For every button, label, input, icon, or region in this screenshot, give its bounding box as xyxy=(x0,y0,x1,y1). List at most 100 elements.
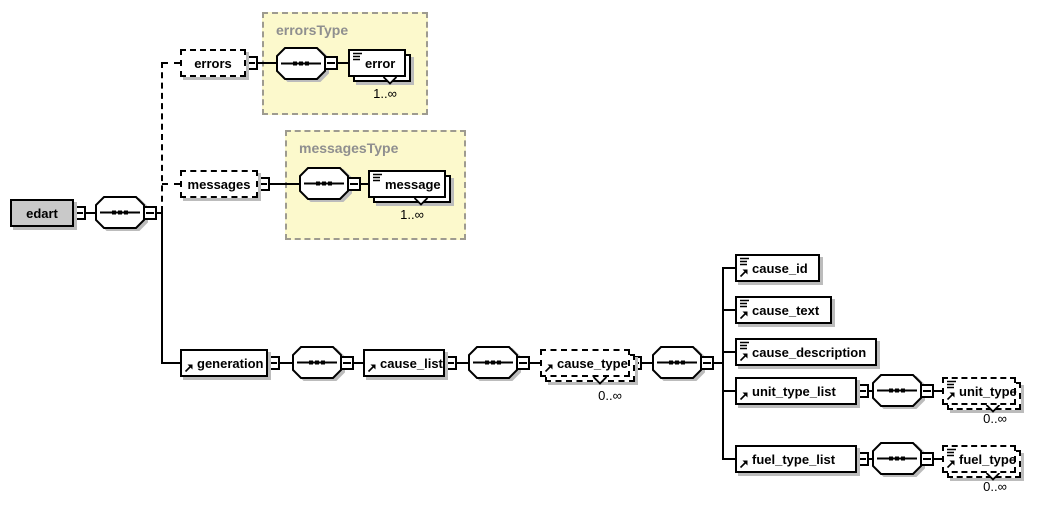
connector-optional xyxy=(162,62,180,64)
connector xyxy=(724,458,735,460)
connector-optional xyxy=(934,390,942,392)
connector-optional xyxy=(162,183,180,185)
connector xyxy=(338,62,348,64)
element-label: fuel_type xyxy=(959,451,1017,467)
element-label: messages xyxy=(187,176,251,192)
text-content-icon xyxy=(373,173,382,182)
collapse-toggle-unit-type-list[interactable] xyxy=(855,384,869,398)
collapse-toggle-cause-list-sequence[interactable] xyxy=(516,356,530,370)
collapse-toggle-fuel-type-list[interactable] xyxy=(855,452,869,466)
text-content-icon xyxy=(353,52,362,61)
element-message-stack: message xyxy=(368,170,451,206)
element-label: cause_id xyxy=(752,260,808,276)
sequence-compositor-cause-list[interactable] xyxy=(468,346,521,381)
collapse-toggle-edart[interactable] xyxy=(72,206,86,220)
element-label: cause_description xyxy=(752,344,867,360)
connector xyxy=(270,183,300,185)
text-content-icon xyxy=(740,341,749,350)
collapse-toggle-errors[interactable] xyxy=(244,56,258,70)
element-fuel-type-stack: fuel_type xyxy=(942,445,1021,481)
reference-arrow-icon xyxy=(739,392,748,401)
collapse-toggle-unit-type-list-sequence[interactable] xyxy=(920,384,934,398)
occurrence-notch-icon xyxy=(593,377,608,385)
connector xyxy=(280,362,293,364)
collapse-toggle-messages-sequence[interactable] xyxy=(347,177,361,191)
element-fuel-type[interactable]: fuel_type xyxy=(942,445,1016,473)
occurrence-label-cause-type: 0..∞ xyxy=(598,388,622,403)
connector xyxy=(724,390,735,392)
element-cause-type[interactable]: cause_type xyxy=(540,349,630,377)
sequence-compositor-errorsType[interactable] xyxy=(276,47,329,82)
reference-arrow-icon xyxy=(739,311,748,320)
collapse-toggle-edart-sequence[interactable] xyxy=(143,206,157,220)
collapse-toggle-generation[interactable] xyxy=(266,356,280,370)
connector xyxy=(642,362,653,364)
connector xyxy=(361,183,369,185)
occurrence-label-unit-type: 0..∞ xyxy=(983,411,1007,426)
connector-optional xyxy=(530,362,540,364)
connector xyxy=(258,62,277,64)
reference-arrow-icon xyxy=(946,392,955,401)
connector xyxy=(161,212,163,364)
connector xyxy=(162,362,180,364)
reference-arrow-icon xyxy=(739,460,748,469)
element-cause-description[interactable]: cause_description xyxy=(735,338,877,366)
element-unit-type-list[interactable]: unit_type_list xyxy=(735,377,857,405)
collapse-toggle-cause-list[interactable] xyxy=(443,356,457,370)
sequence-compositor-messagesType[interactable] xyxy=(299,167,352,202)
type-label-messagesType: messagesType xyxy=(299,140,399,156)
element-cause-text[interactable]: cause_text xyxy=(735,296,832,324)
connector xyxy=(869,390,873,392)
sequence-compositor-cause-type[interactable] xyxy=(652,346,705,381)
element-label: cause_text xyxy=(752,302,820,318)
occurrence-label-fuel-type: 0..∞ xyxy=(983,479,1007,494)
element-edart[interactable]: edart xyxy=(10,199,74,227)
occurrence-notch-icon xyxy=(382,77,397,85)
reference-arrow-icon xyxy=(739,353,748,362)
element-message[interactable]: message xyxy=(368,170,446,198)
collapse-toggle-messages[interactable] xyxy=(256,177,270,191)
collapse-toggle-generation-sequence[interactable] xyxy=(340,356,354,370)
collapse-toggle-cause-type-sequence[interactable] xyxy=(700,356,714,370)
element-unit-type[interactable]: unit_type xyxy=(942,377,1017,405)
element-label: error xyxy=(365,55,396,71)
connector xyxy=(724,309,735,311)
element-cause-list[interactable]: cause_list xyxy=(363,349,445,377)
element-label: generation xyxy=(197,355,264,371)
connector-optional xyxy=(934,458,942,460)
element-messages[interactable]: messages xyxy=(180,170,258,198)
reference-arrow-icon xyxy=(184,364,193,373)
sequence-compositor-unit-type-list[interactable] xyxy=(872,374,925,409)
sequence-compositor-generation[interactable] xyxy=(292,346,345,381)
collapse-toggle-errors-sequence[interactable] xyxy=(324,56,338,70)
type-label-errorsType: errorsType xyxy=(276,22,349,38)
connector xyxy=(869,458,873,460)
connector xyxy=(724,351,735,353)
text-content-icon xyxy=(740,257,749,266)
reference-arrow-icon xyxy=(544,364,553,373)
element-fuel-type-list[interactable]: fuel_type_list xyxy=(735,445,857,473)
sequence-compositor-edart[interactable] xyxy=(95,196,148,231)
occurrence-notch-icon xyxy=(414,198,429,206)
element-label: cause_type xyxy=(557,355,628,371)
element-generation[interactable]: generation xyxy=(180,349,268,377)
connector xyxy=(457,362,469,364)
element-label: errors xyxy=(194,55,232,71)
occurrence-notch-icon xyxy=(985,473,1001,481)
element-errors[interactable]: errors xyxy=(180,49,246,77)
element-label: edart xyxy=(26,205,58,221)
element-cause-id[interactable]: cause_id xyxy=(735,254,820,282)
reference-arrow-icon xyxy=(946,460,955,469)
reference-arrow-icon xyxy=(367,364,376,373)
reference-arrow-icon xyxy=(739,269,748,278)
element-error[interactable]: error xyxy=(348,49,406,77)
element-label: unit_type_list xyxy=(752,383,836,399)
text-content-icon xyxy=(947,448,956,457)
element-label: unit_type xyxy=(959,383,1017,399)
sequence-compositor-fuel-type-list[interactable] xyxy=(872,442,925,477)
connector xyxy=(354,362,364,364)
connector-optional xyxy=(161,62,163,212)
occurrence-notch-icon xyxy=(985,405,1001,413)
connector xyxy=(157,212,163,214)
collapse-toggle-fuel-type-list-sequence[interactable] xyxy=(920,452,934,466)
